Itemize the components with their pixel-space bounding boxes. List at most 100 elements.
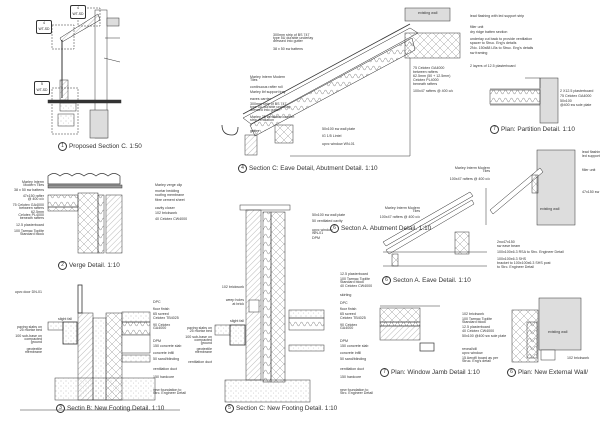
footing-c-annotation: at brick (232, 302, 244, 306)
partition-annotation: 75 Celotex GA4000 (560, 94, 592, 98)
jamb-annotation: Standard block (462, 320, 486, 324)
footing-c-annotation: 100 Tarmac Toplite (340, 277, 371, 281)
eave-c-annotation: 50x100 sw wall plate (322, 127, 356, 131)
abut-a-annotation: 100x47 rafters @ 400 c/c (449, 177, 490, 181)
detail-title-text: Proposed Section C. 1:50 (69, 142, 142, 150)
jamb-annotation: 50x100 @400 sw sole plate (462, 334, 507, 338)
verge-annotation: Marley Interm (22, 180, 44, 184)
eave-a-annotation: sw eave beam (497, 244, 521, 248)
section-tag-ref: WT-SD (36, 87, 48, 92)
section-tag-number: 4 (43, 21, 45, 25)
footing-b-annotation: Strc. Engineer Detail (153, 391, 186, 395)
verge-detail-drawing (47, 173, 123, 254)
footing-b-annotation: 90 Celotex (153, 323, 171, 327)
eave-c-annotation: continuous rafter roll (250, 85, 283, 89)
ridge-annotation: spacer to Struc. Eng's details (470, 41, 517, 45)
abut-a-annotation: lead flashing with (582, 150, 600, 154)
abut-a-annotation: existing wall (540, 207, 560, 211)
verge-annotation: Marley verge clip (155, 183, 183, 187)
footing-b-annotation: 150 hardcore (153, 375, 175, 379)
footing-b-annotation: new foundation to (153, 388, 182, 392)
detail-title-text: Secton A. Eave Detail. 1:10 (393, 276, 471, 284)
footing-b-annotation: slight fall (58, 317, 72, 321)
ext-wall-annotation: existing wall (548, 330, 568, 334)
eave-c-annotation: 38 x 50 sw battens (273, 47, 303, 51)
verge-annotation: Celotex PL4000 (18, 213, 44, 217)
footing-c-annotation: compacted (194, 338, 212, 342)
ridge-annotation: 2 layers of 12.5 plasterboard (470, 64, 516, 68)
eave-c-annotation: type 5U durable underlay (250, 105, 291, 109)
abut-a-annotation: Tiles (482, 169, 490, 173)
footing-c-annotation: 50x100 sw wall plate (312, 213, 346, 217)
jamb-annotation: 12.5 plasterboard (462, 325, 490, 329)
footing-b-annotation: membrane (24, 350, 42, 354)
footing-c-annotation: upvc window (312, 228, 333, 232)
verge-annotation: 47x150 rafter (22, 194, 44, 198)
footing-b-annotation: GA4000 (153, 326, 167, 330)
footing-c-annotation: 150 hardcore (340, 375, 362, 379)
footing-c-annotation: slight fall (230, 319, 244, 323)
footing-b-annotation: geotextile (26, 347, 42, 351)
abut-a-annotation: Tiles (412, 209, 420, 213)
eave-a-annotation: 2no47x150 (497, 240, 515, 244)
ridge-annotation: sw framing (470, 51, 488, 55)
footing-c-annotation: paving slabs on (187, 326, 212, 330)
footing-b-annotation: floor finish (153, 307, 170, 311)
verge-annotation: Modern Tiles (23, 183, 44, 187)
verge-annotation: 12.5 plasterboard (16, 223, 44, 227)
verge-annotation: @ 400 c/c (27, 197, 44, 201)
footing-c-annotation: weep holes (225, 298, 244, 302)
footing-b-annotation: DPM (153, 339, 161, 343)
footing-c-annotation: geotextile (196, 347, 212, 351)
verge-annotation: 62.5mm (31, 210, 44, 214)
jamb-annotation: 15 Aerofil board as per (462, 356, 499, 360)
footing-c-annotation: 90 Celotex (340, 323, 358, 327)
footing-c-annotation: 102 brickwork (221, 285, 244, 289)
eave-a-annotation: bracket to 100x100x6.3 SHS post (497, 261, 551, 265)
detail-number-circle: 7 (380, 368, 389, 377)
ridge-annotation: dry ridge batten section (470, 30, 508, 34)
jamb-annotation: 40 Celotex CW4000 (462, 329, 495, 333)
footing-c-annotation: DPM (340, 339, 348, 343)
detail-number-circle: 3 (56, 404, 65, 413)
detail-number-circle: 6 (330, 224, 339, 233)
jamb-annotation: reveal/cill (462, 347, 477, 351)
verge-annotation: 38 x 50 sw battens (14, 188, 44, 192)
footing-detail-section-b-drawing (20, 284, 180, 411)
detail-number-circle: 5 (225, 404, 234, 413)
footing-b-annotation: compacted (24, 337, 42, 341)
eave-c-annotation: between rafters (413, 70, 438, 74)
abut-a-annotation: Marley Interm Modern (384, 206, 420, 210)
footing-c-annotation: floor finish (340, 307, 357, 311)
ridge-annotation: 2No. 150x88 LBs to Struc. Eng's details (470, 46, 534, 50)
footing-c-annotation: concrete infill (340, 351, 361, 355)
proposed-section-c-drawing (47, 7, 122, 139)
eave-c-annotation: 300mm strip of BS 747 (250, 102, 287, 106)
footing-c-annotation: 50 sand/blinding (340, 357, 367, 361)
jamb-annotation: upvc window (462, 351, 483, 355)
footing-c-annotation: DPM (312, 236, 320, 240)
detail-number-circle: 2 (58, 261, 67, 270)
abut-a-annotation: led support strip (582, 154, 600, 158)
verge-annotation: 100 Tarmac Toplite (13, 229, 44, 233)
detail-title-text: Plan: Partition Detail. 1:10 (501, 125, 575, 133)
footing-b-annotation: ventilation duct (153, 367, 177, 371)
footing-b-annotation: concrete infill (153, 351, 174, 355)
abutment-detail-section-a-drawing (485, 149, 576, 226)
eave-c-annotation: eaves carrier (250, 97, 271, 101)
footing-c-annotation: 50 ventilated cavity (312, 219, 343, 223)
abut-a-annotation: 47x150 sw wall plate (582, 190, 600, 194)
footing-b-annotation: Celotex TB4025 (153, 316, 179, 320)
detail-title-text: Plan: New External Wall/ (518, 368, 589, 376)
section-tag-ref: WT-SD (72, 11, 84, 16)
